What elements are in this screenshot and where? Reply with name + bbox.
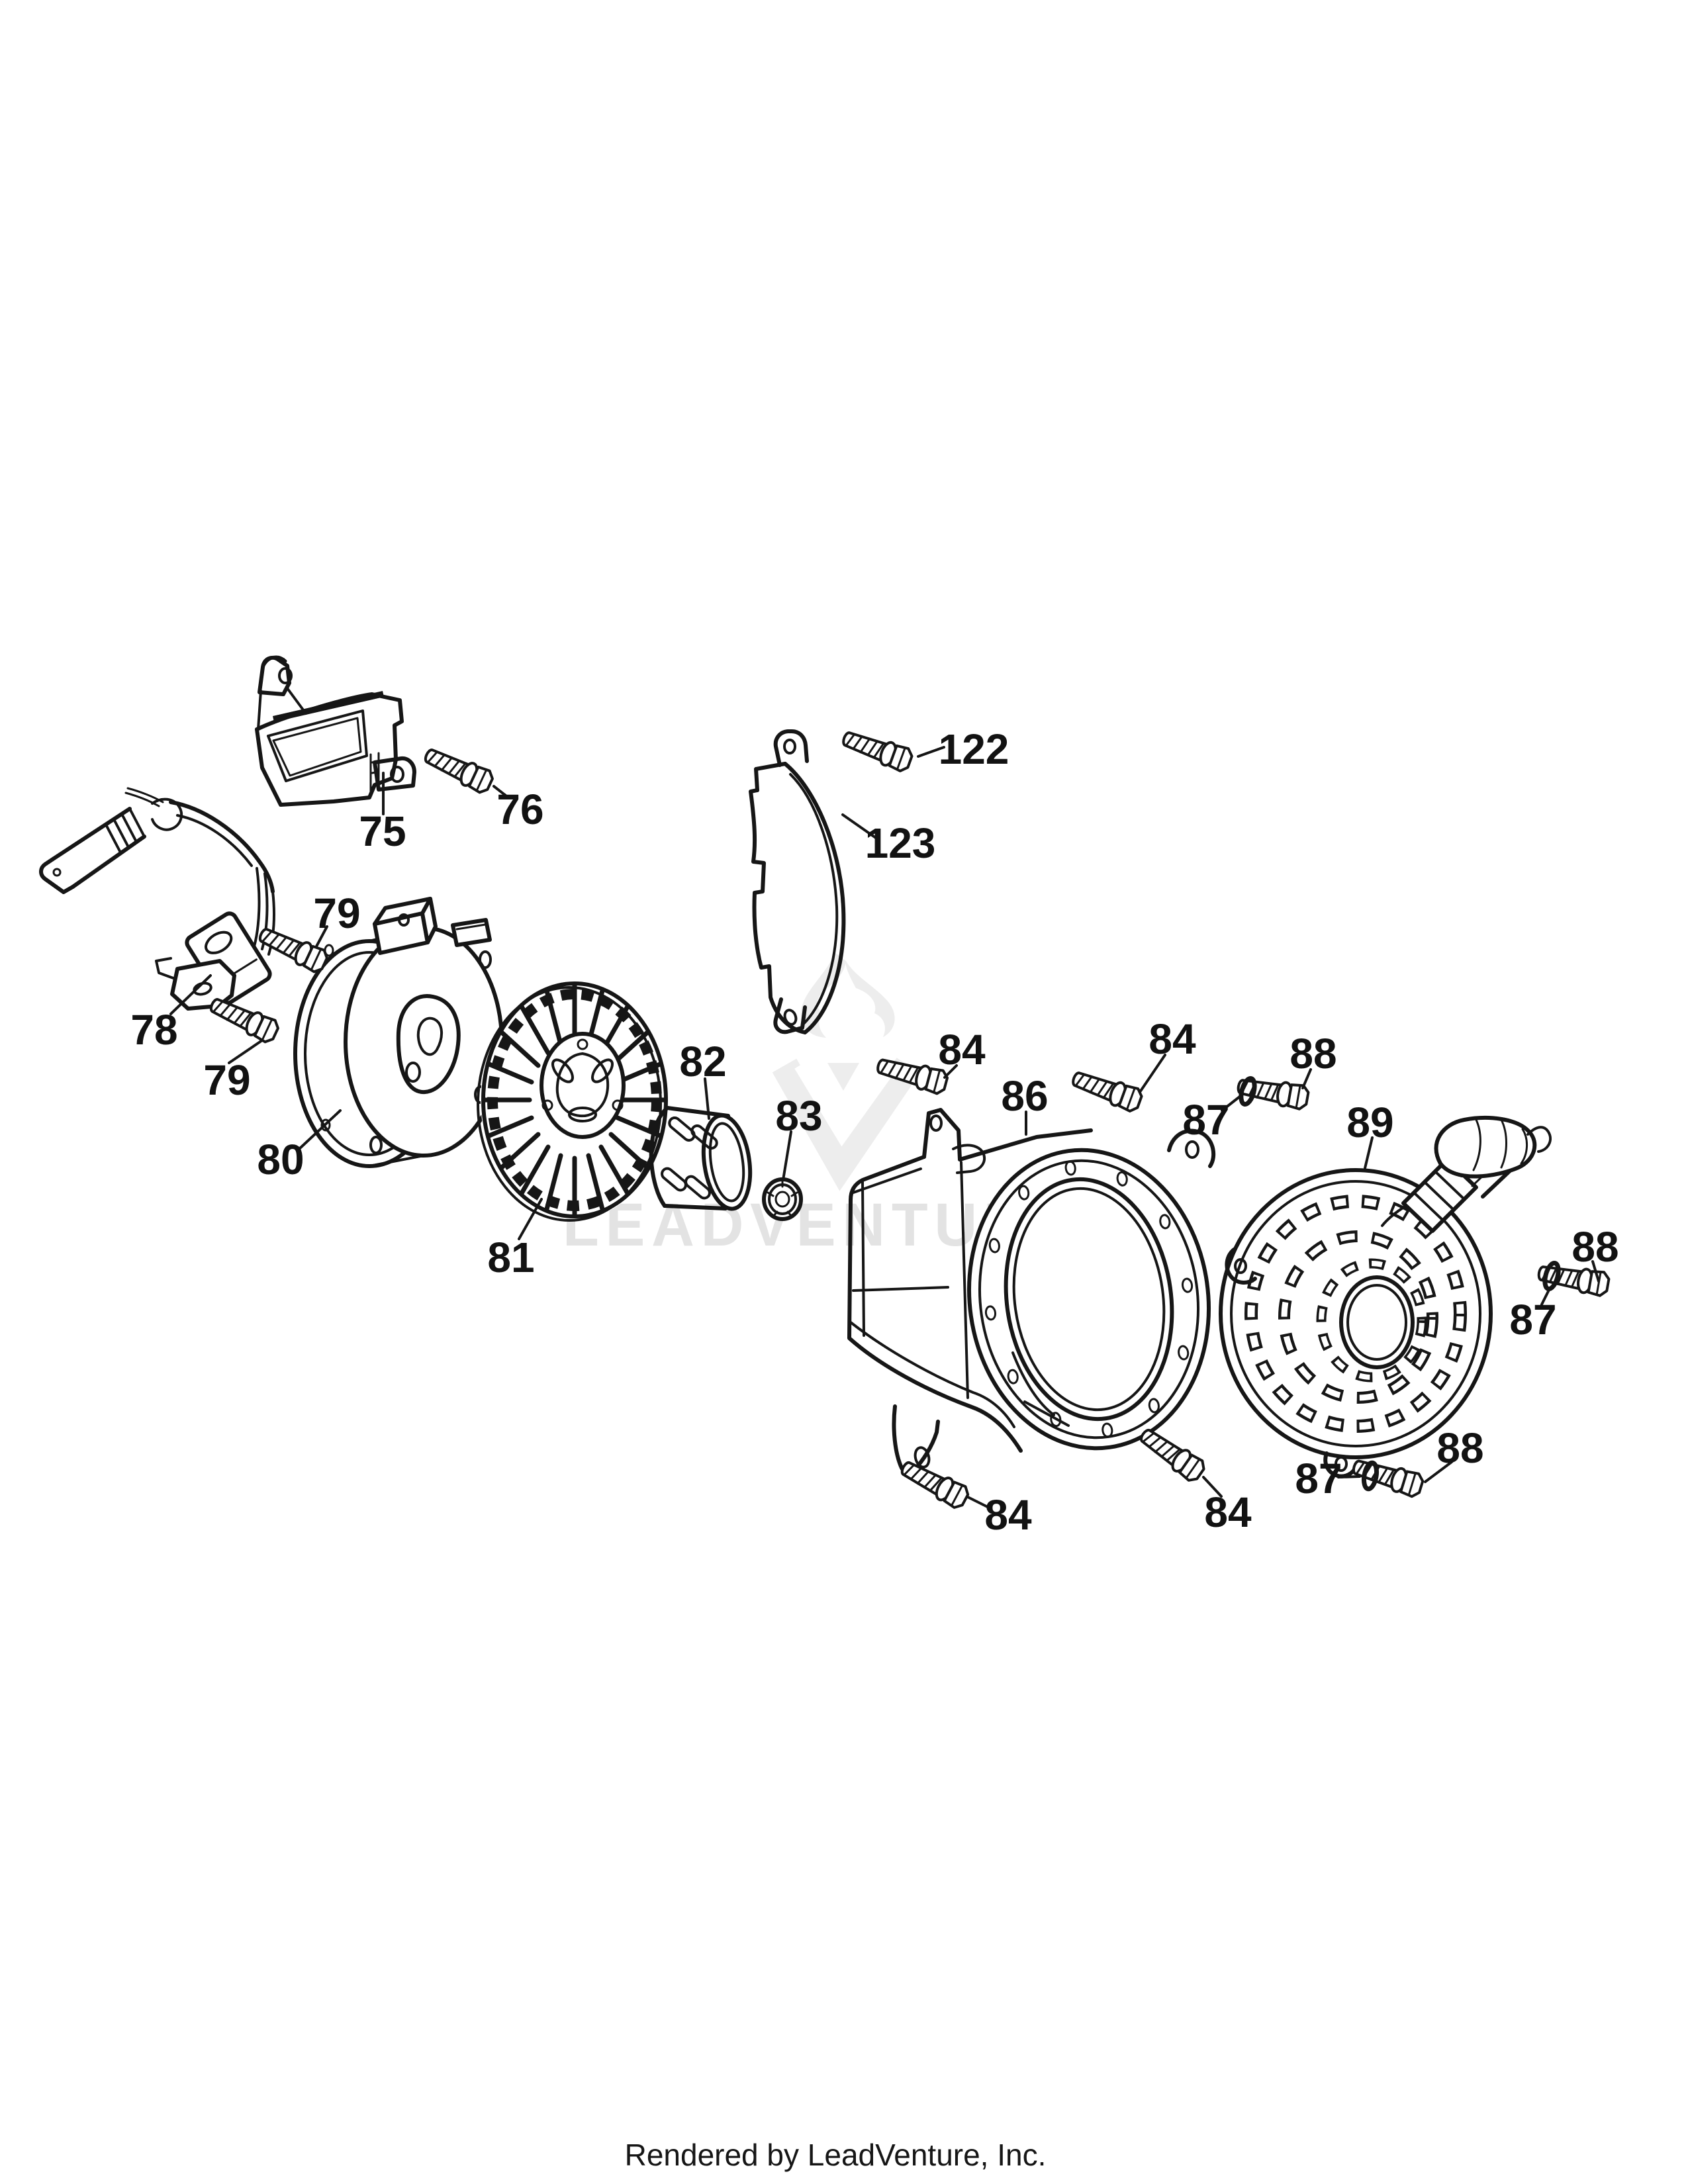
callout-leader-78 bbox=[169, 974, 212, 1015]
blower-housing-86 bbox=[847, 1108, 1216, 1475]
part-label-79: 79 bbox=[313, 889, 360, 937]
part-label-87: 87 bbox=[1295, 1455, 1342, 1502]
part-label-76: 76 bbox=[496, 786, 543, 833]
flywheel-magneto-80 bbox=[293, 897, 504, 1168]
callout-leader-87 bbox=[1221, 1095, 1242, 1112]
callout-leader-84 bbox=[1202, 1476, 1223, 1498]
callout-leader-79 bbox=[315, 925, 328, 948]
part-label-75: 75 bbox=[359, 807, 406, 855]
part-label-81: 81 bbox=[487, 1234, 534, 1281]
callout-leader-81 bbox=[518, 1198, 543, 1240]
part-label-122: 122 bbox=[939, 725, 1009, 773]
flange-nut-83 bbox=[762, 1177, 803, 1221]
callout-leader-88 bbox=[1301, 1068, 1312, 1089]
callout-leader-84 bbox=[966, 1496, 990, 1509]
heat-shield-123 bbox=[749, 729, 846, 1034]
starter-cup-82 bbox=[649, 1106, 753, 1211]
callout-leader-88 bbox=[1591, 1260, 1600, 1283]
part-label-87: 87 bbox=[1509, 1296, 1556, 1343]
part-label-86: 86 bbox=[1001, 1072, 1048, 1120]
blower-housing-ring bbox=[966, 1148, 1211, 1451]
callout-leader-76 bbox=[492, 785, 507, 797]
part-label-88: 88 bbox=[1289, 1030, 1336, 1077]
callout-leader-89 bbox=[1364, 1136, 1374, 1169]
recoil-pull-handle bbox=[1381, 1116, 1552, 1233]
recoil-starter-89 bbox=[1219, 1116, 1552, 1479]
guard-bracket-75 bbox=[255, 655, 416, 807]
part-label-123: 123 bbox=[865, 819, 936, 867]
part-label-84: 84 bbox=[938, 1026, 986, 1073]
callout-leader-88 bbox=[1424, 1461, 1453, 1483]
callout-leader-84 bbox=[943, 1064, 958, 1079]
ignition-coil-78 bbox=[39, 787, 275, 1011]
part-label-84: 84 bbox=[1149, 1015, 1196, 1063]
part-label-83: 83 bbox=[775, 1092, 822, 1140]
callout-leader-87 bbox=[1540, 1287, 1551, 1306]
flywheel-fan-81 bbox=[477, 981, 669, 1222]
watermark-logo bbox=[772, 953, 920, 1191]
part-label-78: 78 bbox=[130, 1006, 177, 1054]
part-label-84: 84 bbox=[1204, 1488, 1252, 1536]
callout-leader-79 bbox=[228, 1039, 263, 1064]
part-label-79: 79 bbox=[203, 1056, 250, 1104]
part-label-80: 80 bbox=[257, 1136, 304, 1183]
callout-leader-123 bbox=[841, 813, 877, 839]
part-label-89: 89 bbox=[1346, 1099, 1393, 1146]
callout-leader-122 bbox=[917, 746, 945, 758]
callout-leader-83 bbox=[782, 1130, 792, 1181]
part-label-84: 84 bbox=[984, 1491, 1032, 1539]
callout-leader-82 bbox=[704, 1077, 710, 1120]
part-label-88: 88 bbox=[1436, 1424, 1483, 1472]
part-label-87: 87 bbox=[1182, 1096, 1229, 1144]
callout-leader-80 bbox=[298, 1109, 342, 1150]
footer-credit: Rendered by LeadVenture, Inc. bbox=[625, 2138, 1047, 2172]
part-label-82: 82 bbox=[679, 1038, 726, 1085]
part-label-88: 88 bbox=[1571, 1223, 1618, 1271]
callout-leader-84 bbox=[1139, 1054, 1166, 1093]
